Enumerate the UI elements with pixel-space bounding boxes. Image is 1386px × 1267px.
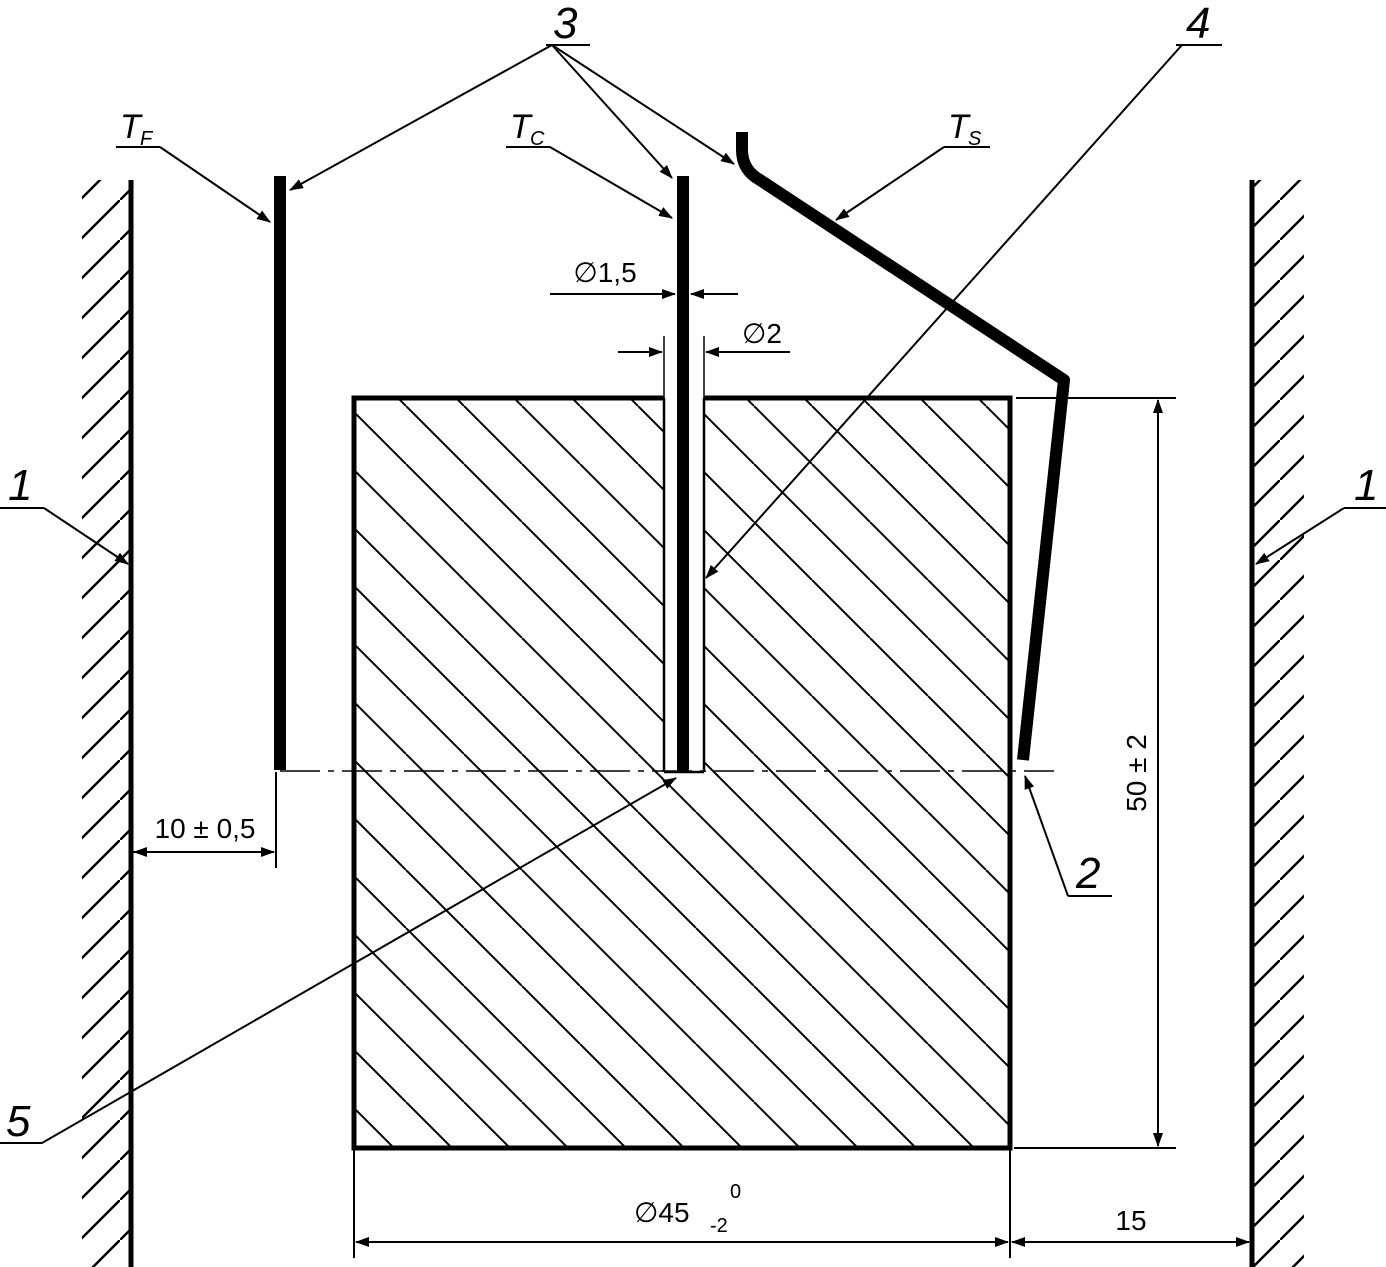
diameter-dimension-text: ∅45: [634, 1197, 690, 1228]
height-dimension: [1014, 397, 1176, 1149]
diameter-dimension: [353, 1150, 1011, 1258]
height-dimension-text: 50 ± 2: [1121, 734, 1152, 812]
diameter-upper-tolerance: 0: [730, 1181, 741, 1203]
label-1-right: 1: [1354, 461, 1378, 510]
label-ts-sub: S: [968, 128, 982, 150]
left-furnace-wall: [82, 180, 134, 1267]
label-tf: T: [120, 108, 143, 146]
label-tf-sub: F: [140, 128, 154, 150]
gap-dimension-text: 10 ± 0,5: [155, 813, 256, 844]
label-5: 5: [6, 1097, 31, 1146]
leader-1-left: [0, 507, 129, 565]
hole-diameter-dimension: [618, 336, 790, 398]
leader-tf: [116, 146, 271, 223]
leader-1-right: [1255, 507, 1386, 565]
thermocouple-ts: [736, 132, 1070, 761]
leader-5: [0, 777, 677, 1144]
label-4: 4: [1186, 0, 1210, 48]
leader-3: [289, 44, 735, 191]
label-tc-sub: C: [530, 128, 545, 150]
hole-diameter-text: ∅2: [742, 318, 782, 349]
wire-diameter-text: ∅1,5: [573, 257, 636, 288]
leader-2: [1024, 775, 1112, 897]
label-2: 2: [1075, 849, 1100, 898]
wall-gap-text: 15: [1115, 1205, 1146, 1236]
gap-dimension: [133, 772, 277, 868]
label-3: 3: [553, 0, 578, 48]
leader-4: [705, 44, 1222, 579]
label-1-left: 1: [8, 461, 32, 510]
diameter-lower-tolerance: -2: [710, 1215, 728, 1237]
right-furnace-wall: [1249, 180, 1304, 1267]
leader-ts: [835, 146, 990, 221]
label-tc: T: [510, 108, 533, 146]
label-ts: T: [948, 108, 971, 146]
leader-tc: [506, 146, 673, 219]
